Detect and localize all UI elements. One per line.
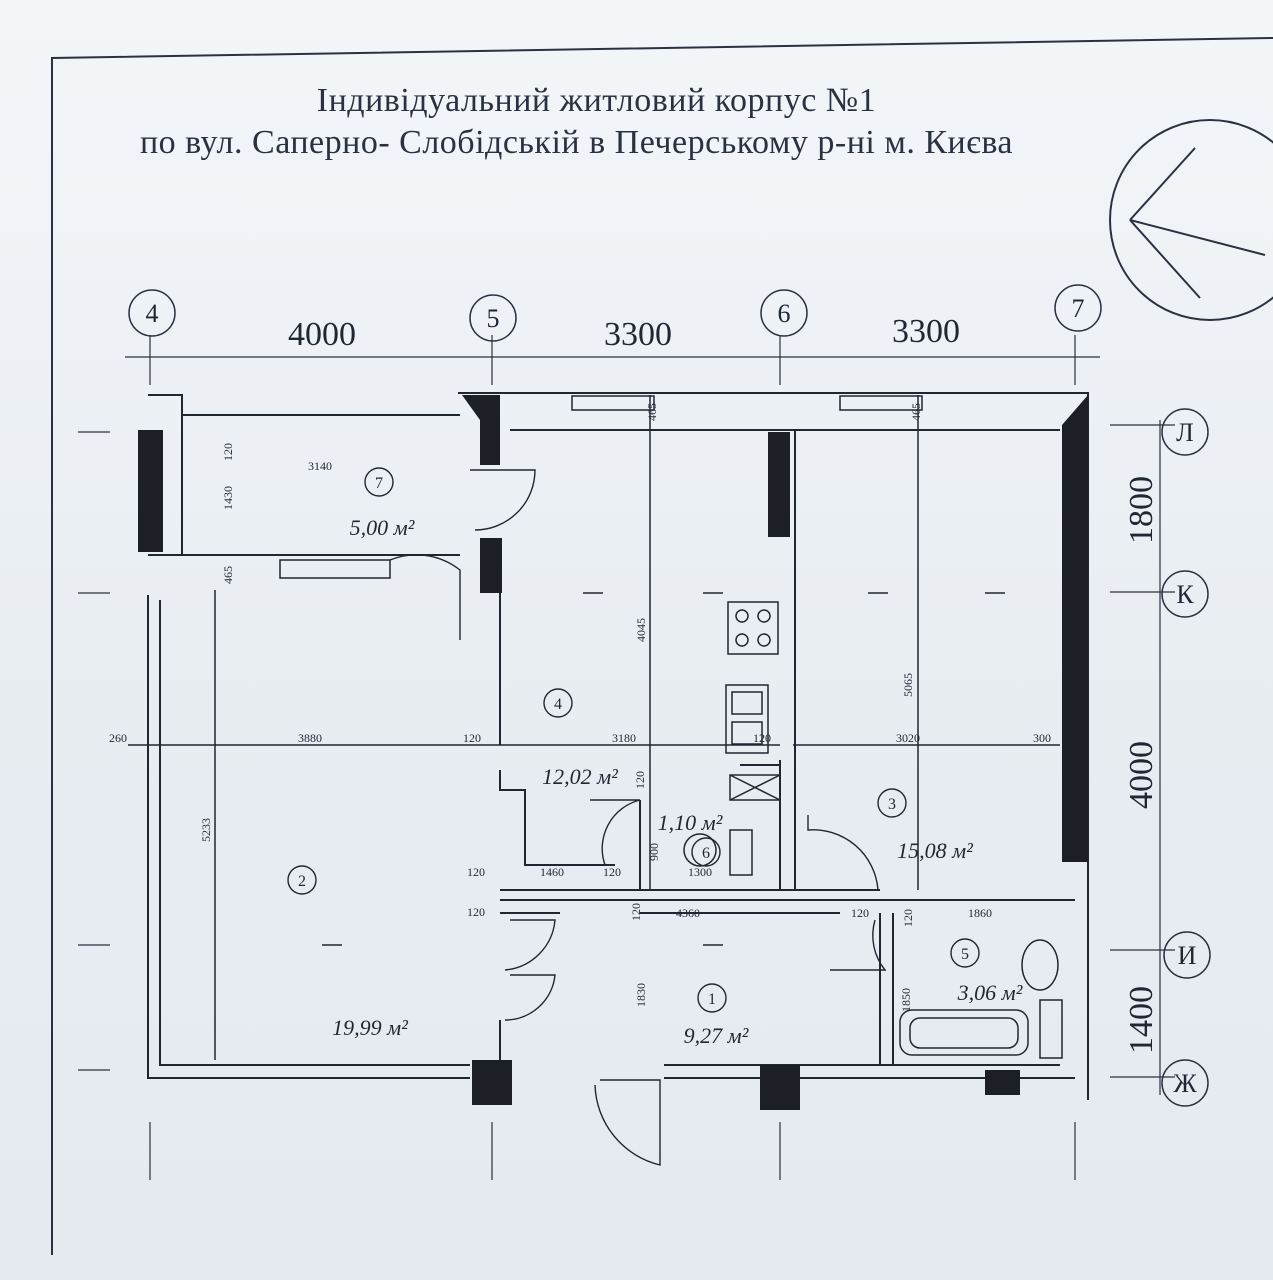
dim-1830: 1830 — [634, 983, 648, 1007]
room-area-2: 19,99 м² — [332, 1015, 408, 1040]
dim-120-f: 120 — [603, 865, 621, 879]
dim-3880: 3880 — [298, 731, 322, 745]
axis-label-5: 5 — [487, 304, 500, 333]
dim-1460: 1460 — [540, 865, 564, 879]
room-area-1: 9,27 м² — [684, 1023, 749, 1048]
room-area-4: 12,02 м² — [542, 764, 618, 789]
structural-columns — [138, 395, 1088, 1110]
dim-120-c: 120 — [753, 731, 771, 745]
room-number-1: 1 — [708, 991, 716, 1008]
axis-label-7: 7 — [1072, 294, 1085, 323]
dim-4045: 4045 — [634, 618, 648, 642]
dim-3140: 3140 — [308, 459, 332, 473]
plan-title-line-1: Індивідуальний житловий корпус №1 — [316, 82, 877, 119]
axis-bubble-5 — [469, 294, 517, 342]
room-number-3: 3 — [888, 796, 896, 813]
span-5-6: 3300 — [604, 316, 672, 353]
bathroom-fixtures — [683, 829, 1063, 1059]
dim-120-a: 120 — [221, 443, 235, 461]
kitchen-fixtures — [725, 601, 781, 801]
dim-120-e: 120 — [467, 905, 485, 919]
dim-1300: 1300 — [688, 865, 712, 879]
dim-465-b: 465 — [645, 403, 659, 421]
windows — [279, 395, 923, 579]
room-area-7: 5,00 м² — [350, 515, 415, 540]
axis-label-6: 6 — [778, 299, 791, 328]
room-bubble-5 — [950, 938, 980, 968]
axis-bubble-L — [1161, 408, 1209, 456]
span-K-I: 4000 — [1123, 741, 1160, 809]
dim-3020: 3020 — [896, 731, 920, 745]
room-bubble-2 — [287, 865, 317, 895]
axis-bubble-K — [1161, 570, 1209, 618]
room-number-5: 5 — [961, 946, 969, 963]
dim-465-a: 465 — [221, 566, 235, 584]
dim-120-g: 120 — [633, 771, 647, 789]
room-bubble-7 — [364, 467, 394, 497]
span-4-5: 4000 — [288, 316, 356, 353]
axis-grid — [78, 335, 1175, 1180]
axis-bubble-4 — [128, 289, 176, 337]
dim-5065: 5065 — [901, 673, 915, 697]
dim-120-b: 120 — [463, 731, 481, 745]
dim-300: 300 — [1033, 731, 1051, 745]
room-area-5: 3,06 м² — [957, 980, 1023, 1005]
dim-5233: 5233 — [199, 818, 213, 842]
walls — [147, 392, 1089, 1100]
axis-label-I: И — [1178, 941, 1197, 970]
dim-120-h: 120 — [629, 903, 643, 921]
dim-1850: 1850 — [899, 988, 913, 1012]
dim-1860: 1860 — [968, 906, 992, 920]
room-bubble-4 — [543, 688, 573, 718]
room-bubble-1 — [697, 983, 727, 1013]
axis-bubble-I — [1163, 931, 1211, 979]
span-6-7: 3300 — [892, 313, 960, 350]
room-area-3: 15,08 м² — [897, 838, 973, 863]
axis-label-Zh: Ж — [1173, 1069, 1197, 1098]
room-number-7: 7 — [375, 475, 383, 492]
axis-label-L: Л — [1176, 418, 1194, 447]
room-bubble-6 — [691, 837, 721, 867]
room-number-2: 2 — [298, 873, 306, 890]
dim-120-d: 120 — [467, 865, 485, 879]
room-number-6: 6 — [702, 845, 710, 862]
dim-120-i: 120 — [851, 906, 869, 920]
axis-bubble-Zh — [1161, 1059, 1209, 1107]
plan-title-line-2: по вул. Саперно- Слобідській в Печерсько… — [139, 124, 1014, 161]
room-number-4: 4 — [554, 696, 562, 713]
axis-bubble-7 — [1054, 284, 1102, 332]
sheet-frame — [51, 37, 1273, 1255]
dim-3180: 3180 — [612, 731, 636, 745]
axis-bubble-6 — [760, 289, 808, 337]
north-arrow-icon — [1109, 119, 1273, 321]
dim-1430: 1430 — [221, 486, 235, 510]
dim-4360: 4360 — [676, 906, 700, 920]
dim-260: 260 — [109, 731, 127, 745]
axis-label-4: 4 — [146, 299, 159, 328]
doors — [389, 469, 887, 1166]
span-L-K: 1800 — [1123, 476, 1160, 544]
room-bubble-3 — [877, 788, 907, 818]
dimension-ticks — [128, 395, 1060, 1060]
dim-465-c: 465 — [909, 403, 923, 421]
room-area-6: 1,10 м² — [658, 810, 723, 835]
span-I-Zh: 1400 — [1123, 986, 1160, 1054]
dim-120-j: 120 — [901, 909, 915, 927]
dim-900: 900 — [647, 843, 661, 861]
axis-label-K: К — [1176, 580, 1194, 609]
